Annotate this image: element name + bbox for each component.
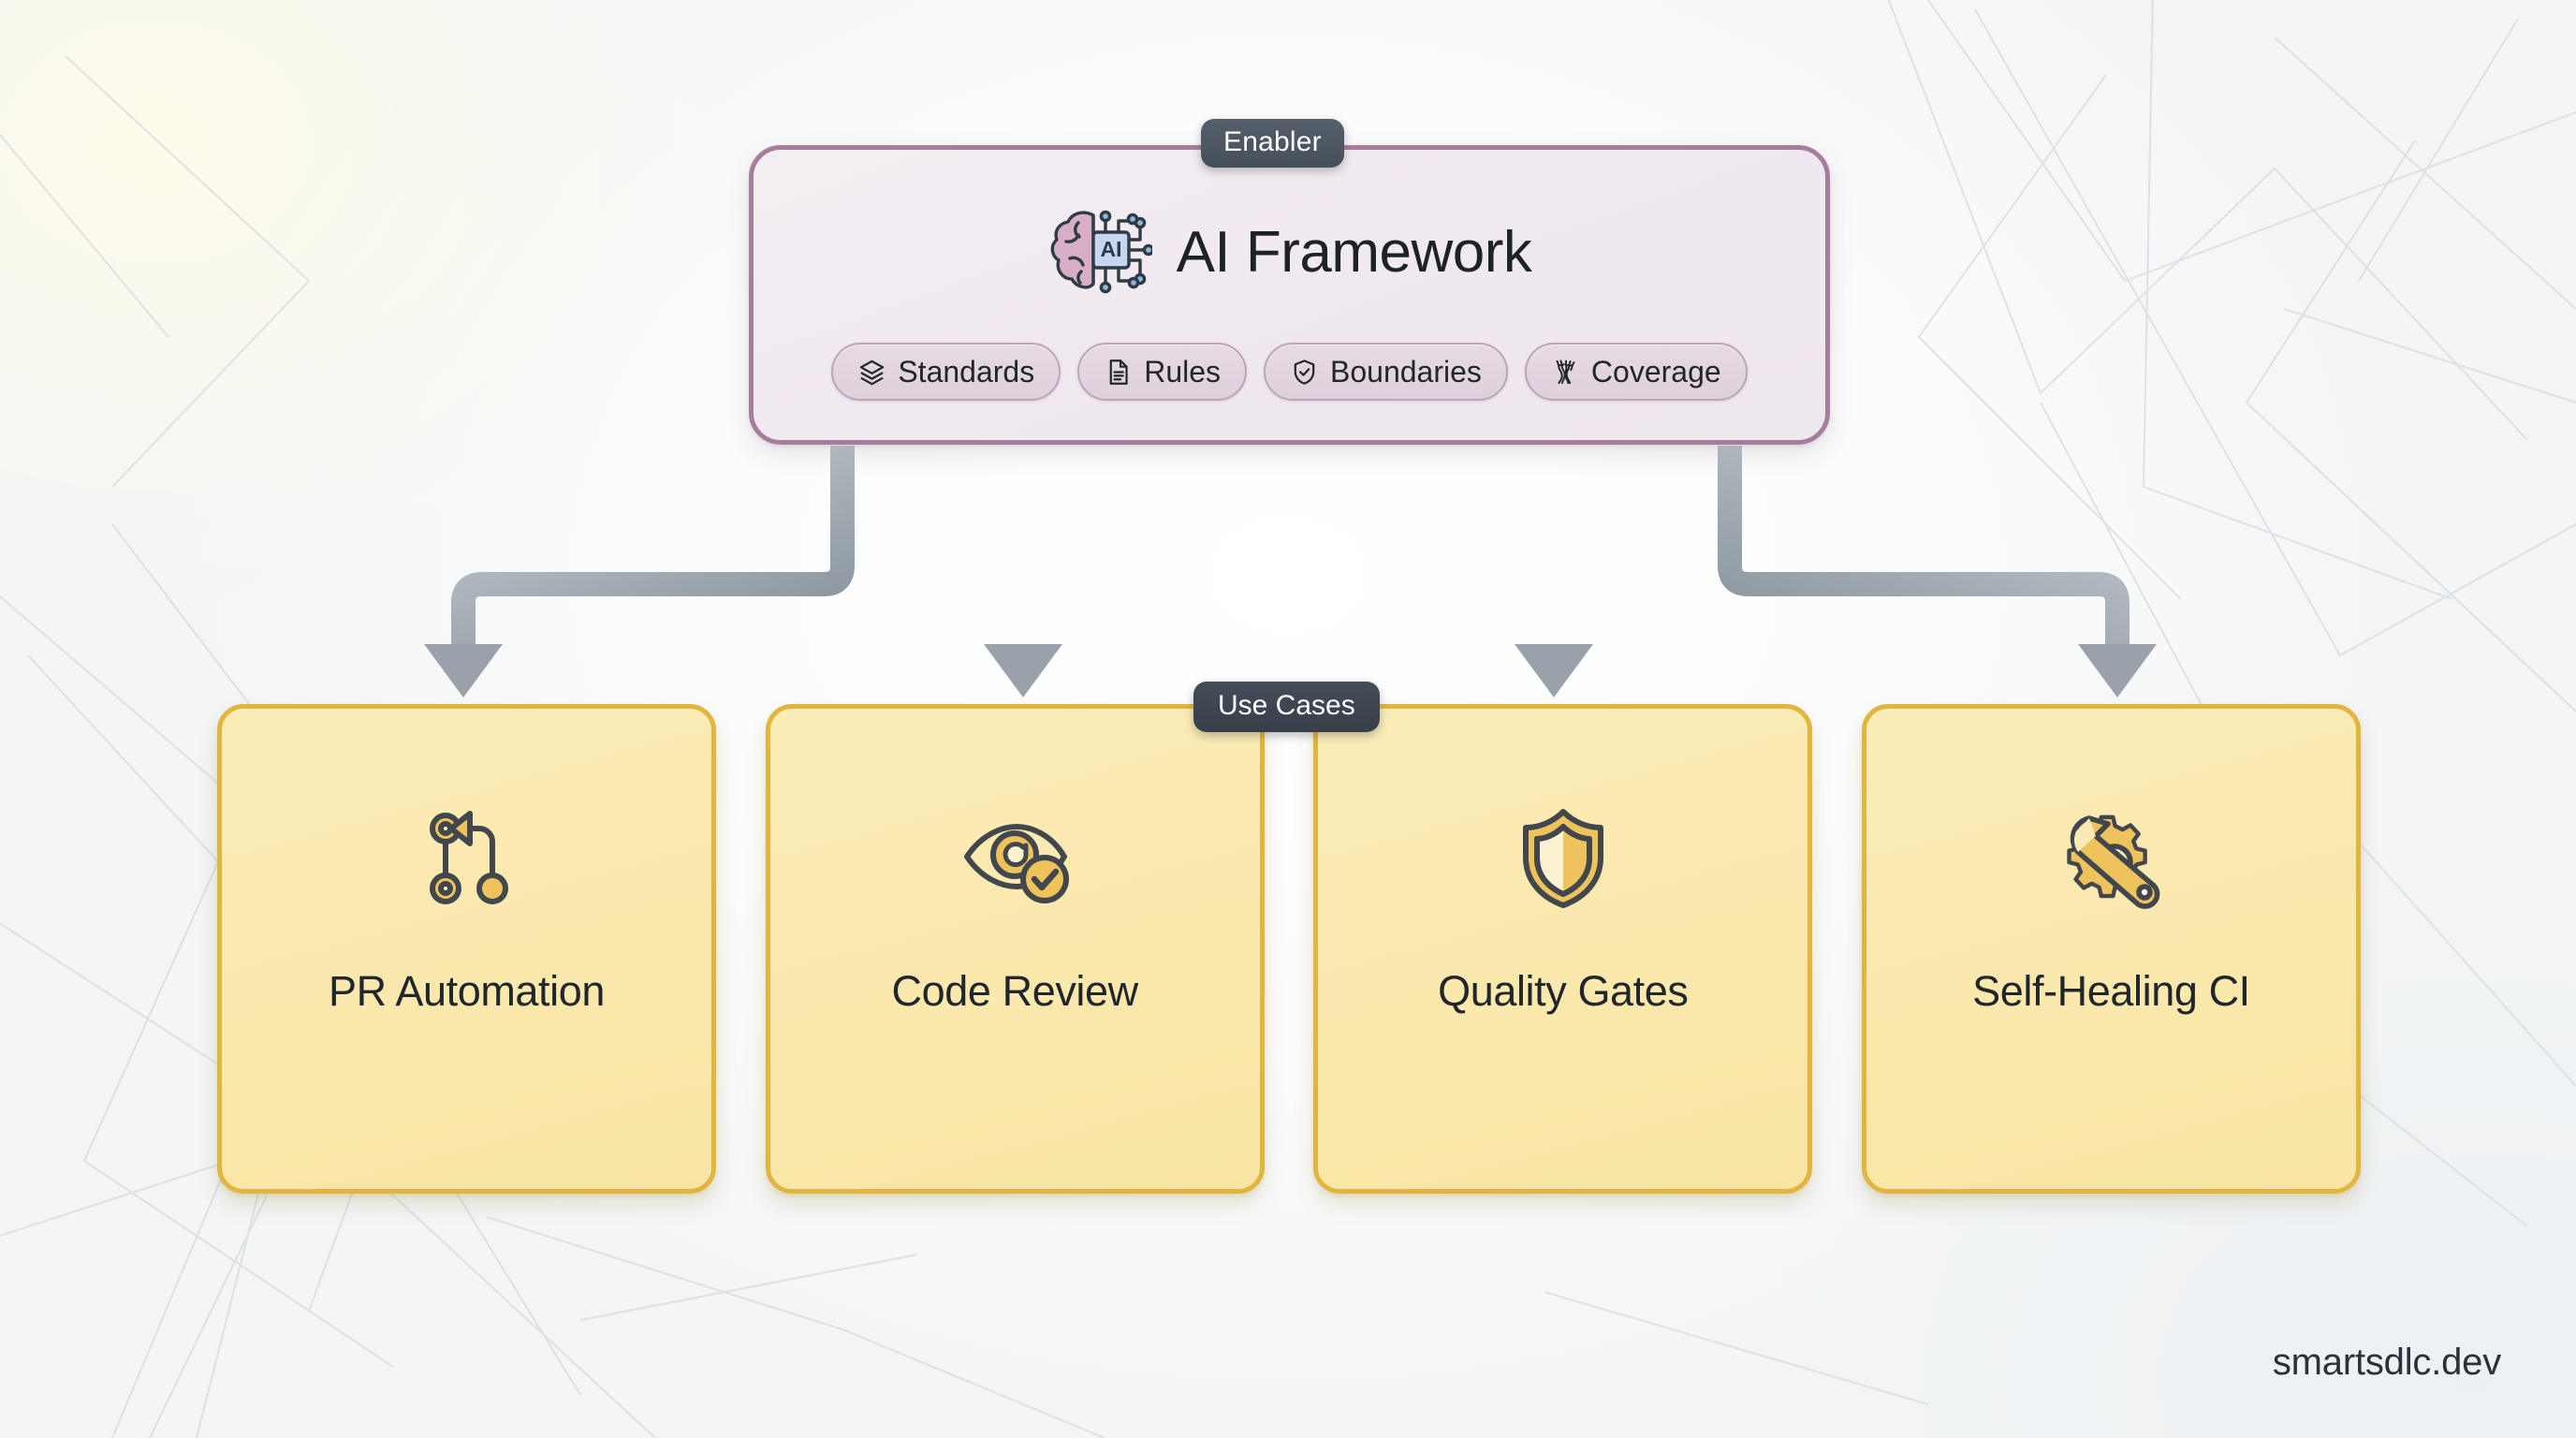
chip-rules-label: Rules xyxy=(1144,354,1222,389)
shield-check-icon xyxy=(1294,359,1315,385)
enabler-badge: Enabler xyxy=(1201,119,1344,168)
connector-to-code-review xyxy=(984,446,1062,697)
enabler-card[interactable]: AI AI Framew xyxy=(749,145,1830,445)
chip-boundaries-label: Boundaries xyxy=(1330,354,1482,389)
chip-rules[interactable]: Rules xyxy=(1077,343,1248,401)
use-case-cards-row: PR Automation Code Review xyxy=(217,704,2361,1194)
page-title: AI Framework xyxy=(1176,219,1532,285)
use-case-label-code-review: Code Review xyxy=(891,967,1139,1015)
use-cases-badge: Use Cases xyxy=(1193,682,1380,732)
git-pull-request-icon xyxy=(412,802,522,913)
layers-icon xyxy=(860,360,885,385)
use-case-label-pr-automation: PR Automation xyxy=(329,967,605,1015)
use-case-card-self-healing-ci[interactable]: Self-Healing CI xyxy=(1861,704,2361,1194)
connector-to-self-healing-ci xyxy=(1718,446,2157,697)
gear-wrench-icon xyxy=(2056,802,2166,913)
footer-brand: smartsdlc.dev xyxy=(2272,1342,2501,1383)
chip-coverage[interactable]: Coverage xyxy=(1524,343,1748,401)
chip-coverage-label: Coverage xyxy=(1590,354,1721,389)
svg-text:AI: AI xyxy=(1100,237,1121,261)
chip-standards[interactable]: Standards xyxy=(831,343,1061,401)
shield-icon xyxy=(1508,802,1618,913)
coverage-icon xyxy=(1556,359,1575,384)
use-case-card-pr-automation[interactable]: PR Automation xyxy=(217,704,716,1194)
enabler-header: AI AI Framew xyxy=(754,191,1825,313)
use-case-label-quality-gates: Quality Gates xyxy=(1438,967,1689,1015)
connector-to-quality-gates xyxy=(1515,446,1593,697)
use-case-label-self-healing-ci: Self-Healing CI xyxy=(1972,967,2250,1015)
chip-boundaries[interactable]: Boundaries xyxy=(1264,343,1508,401)
use-case-card-quality-gates[interactable]: Quality Gates xyxy=(1313,704,1813,1194)
connector-to-pr-automation xyxy=(424,446,855,697)
enabler-chip-row: Standards Rules xyxy=(754,343,1825,401)
use-case-card-code-review[interactable]: Code Review xyxy=(765,704,1265,1194)
ai-brain-chip-icon: AI xyxy=(1050,210,1152,294)
eye-check-icon xyxy=(959,802,1070,913)
document-lines-icon xyxy=(1109,359,1128,385)
chip-standards-label: Standards xyxy=(898,354,1035,389)
